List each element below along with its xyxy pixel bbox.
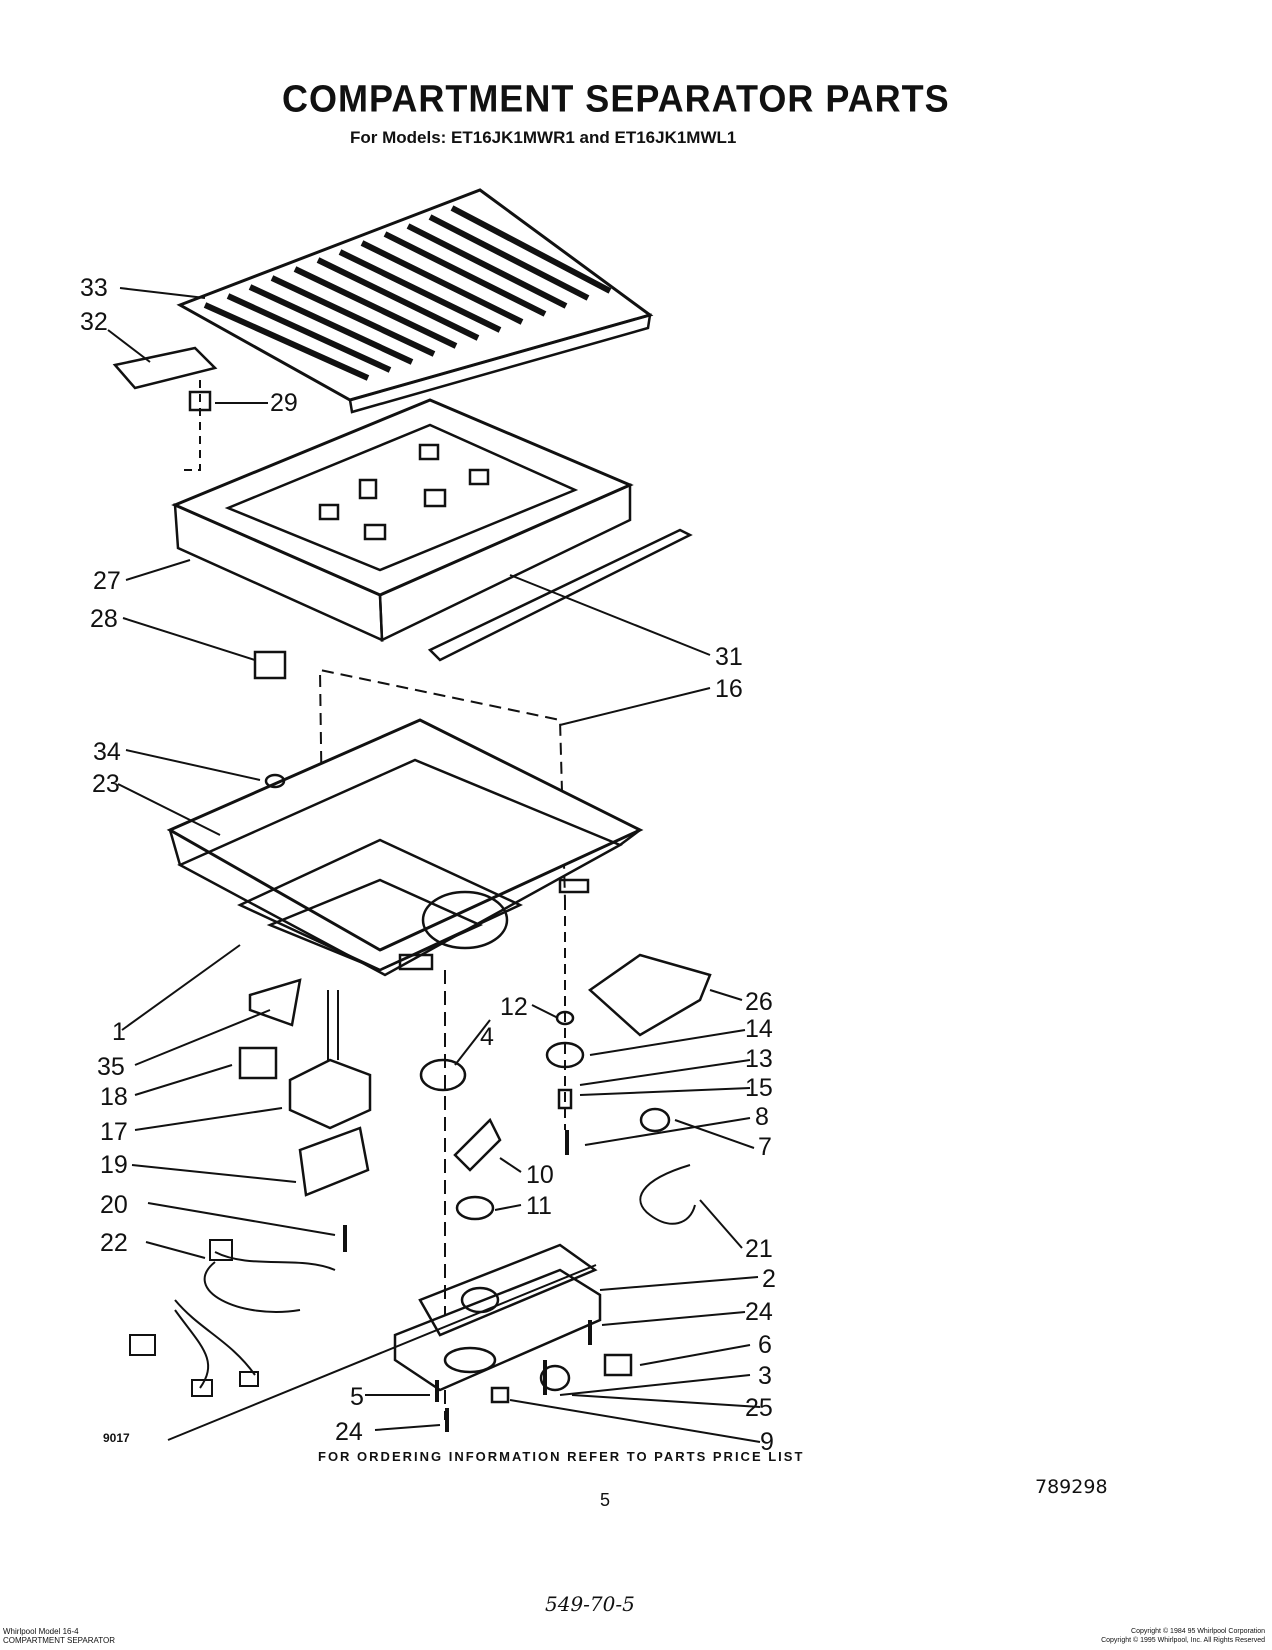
ordering-info: FOR ORDERING INFORMATION REFER TO PARTS … [318,1449,805,1464]
footer-left-line2: COMPARTMENT SEPARATOR [3,1636,116,1645]
part-7-sensor [639,1107,671,1133]
callout-33: 33 [80,274,108,302]
part-11-washer [455,1195,495,1221]
part-18-block [238,1046,278,1080]
copyright-line2: Copyright © 1995 Whirlpool, Inc. All Rig… [1101,1637,1265,1644]
callout-2: 2 [762,1265,776,1293]
callout-3: 3 [758,1362,772,1390]
page-number: 5 [600,1490,611,1510]
callout-5: 5 [350,1383,364,1411]
diagram-code: 9017 [103,1431,130,1445]
part-27-frame [171,398,634,642]
part-9-cap [490,1386,510,1404]
part-3-clip [603,1353,633,1377]
callout-labels: 33 32 29 27 28 31 16 34 23 1 35 18 17 19… [80,274,776,1456]
callout-22: 22 [100,1229,128,1257]
callout-13: 13 [745,1045,773,1073]
part-28-block [253,650,287,680]
part-10-clip [453,1117,502,1172]
callout-24-lower: 24 [335,1418,363,1446]
callout-21: 21 [745,1235,773,1263]
page-title: COMPARTMENT SEPARATOR PARTS [282,76,950,120]
part-23-separator-body [166,718,644,977]
callout-14: 14 [745,1015,773,1043]
callout-27: 27 [93,567,121,595]
part-19-bracket [298,1126,370,1197]
part-25-gear [539,1364,571,1392]
callout-34: 34 [93,738,121,766]
callout-6: 6 [758,1331,772,1359]
part-17-housing [288,1058,372,1130]
part-31-strip [427,528,693,662]
callout-31: 31 [715,643,743,671]
footer-right: Copyright © 1984 95 Whirlpool Corporatio… [995,1627,1265,1645]
callout-10: 10 [526,1161,554,1189]
callout-18: 18 [100,1083,128,1111]
callout-26: 26 [745,988,773,1016]
part-26-cover [587,953,712,1037]
part-35-knob [248,978,302,1027]
callout-28: 28 [90,605,118,633]
part-2-housing [393,1243,602,1392]
part-21-wire [639,1164,696,1225]
callout-8: 8 [755,1103,769,1131]
callout-35: 35 [97,1053,125,1081]
part-22-harness [129,1239,336,1397]
callout-12: 12 [500,993,528,1021]
callout-32: 32 [80,308,108,336]
callout-16: 16 [715,675,743,703]
callout-25: 25 [745,1394,773,1422]
part-34-plug [264,773,286,789]
part-32-label [112,346,218,390]
copyright-line1: Copyright © 1984 95 Whirlpool Corporatio… [1131,1628,1265,1635]
callout-11: 11 [526,1192,552,1220]
footer-left: Whirlpool Model 16-4 COMPARTMENT SEPARAT… [3,1627,115,1645]
callout-1: 1 [112,1018,126,1046]
callout-17: 17 [100,1118,128,1146]
model-subtitle: For Models: ET16JK1MWR1 and ET16JK1MWL1 [350,128,737,147]
handwritten-note: 549-70-5 [545,1592,635,1616]
callout-9: 9 [760,1428,774,1456]
footer-left-line1: Whirlpool Model 16-4 [3,1627,79,1636]
callout-7: 7 [758,1133,772,1161]
document-number: 789298 [1035,1476,1108,1498]
callout-15: 15 [745,1074,773,1102]
callout-29: 29 [270,389,298,417]
callout-19: 19 [100,1151,128,1179]
leader-lines [107,287,761,1443]
part-4-fitting [419,1058,467,1092]
callout-20: 20 [100,1191,128,1219]
callout-24-upper: 24 [745,1298,773,1326]
callout-23: 23 [92,770,120,798]
callout-4: 4 [480,1023,494,1051]
part-33-grille [176,188,654,414]
